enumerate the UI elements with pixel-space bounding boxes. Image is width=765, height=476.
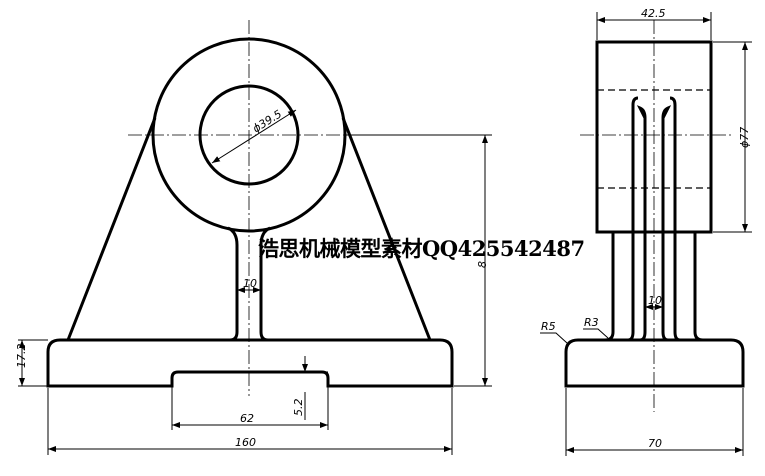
dim-notch-width: 62 (240, 412, 254, 425)
dim-stem-width: 10 (243, 277, 257, 290)
dim-boss-diameter: ϕ77 (738, 127, 751, 148)
side-view: 42.5 ϕ77 10 R5 R3 70 (540, 7, 752, 456)
slot-top (631, 96, 677, 106)
dim-web-width: 10 (648, 294, 662, 307)
dim-top-width: 42.5 (641, 7, 666, 20)
bore-circle (198, 84, 300, 186)
boss-side (595, 40, 713, 234)
dim-hole-diameter: ϕ39.5 (250, 107, 284, 135)
dim-total-width: 160 (235, 436, 256, 449)
base-side (564, 338, 745, 388)
boss-outer-circle (151, 37, 347, 233)
watermark-text: 浩思机械模型素材QQ425542487 (258, 236, 585, 261)
dim-center-height: 8 (476, 261, 489, 268)
dim-base-width: 70 (648, 437, 662, 450)
base (46, 338, 454, 388)
ribs (66, 117, 432, 341)
dim-notch-depth: 5.2 (292, 399, 305, 417)
dim-fillet-r3: R3 (584, 316, 599, 329)
dim-base-height: 17.2 (15, 344, 28, 369)
dim-fillet-r5: R5 (541, 320, 556, 333)
